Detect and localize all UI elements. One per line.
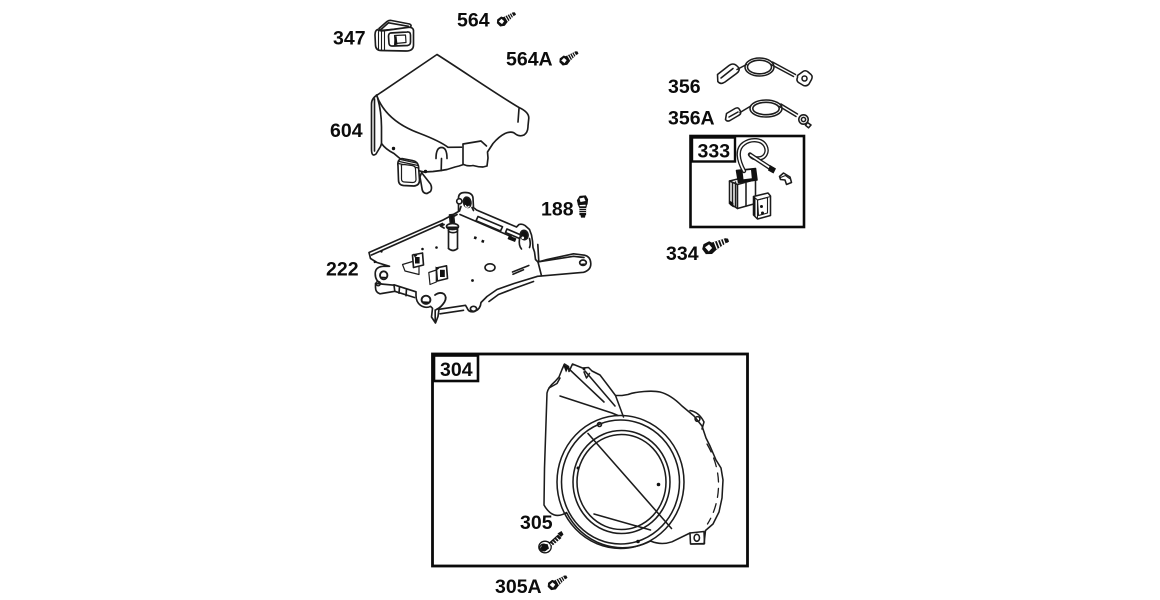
- svg-text:564A: 564A: [506, 49, 553, 71]
- svg-text:222: 222: [326, 259, 359, 281]
- svg-text:334: 334: [666, 243, 699, 265]
- svg-text:604: 604: [330, 120, 363, 142]
- svg-text:356A: 356A: [668, 108, 715, 130]
- svg-text:333: 333: [698, 141, 731, 163]
- svg-text:188: 188: [541, 199, 574, 221]
- svg-text:304: 304: [440, 359, 473, 381]
- svg-text:305A: 305A: [495, 576, 542, 598]
- svg-text:564: 564: [457, 10, 490, 32]
- svg-text:356: 356: [668, 76, 701, 98]
- svg-text:347: 347: [333, 28, 366, 50]
- svg-text:305: 305: [520, 512, 553, 534]
